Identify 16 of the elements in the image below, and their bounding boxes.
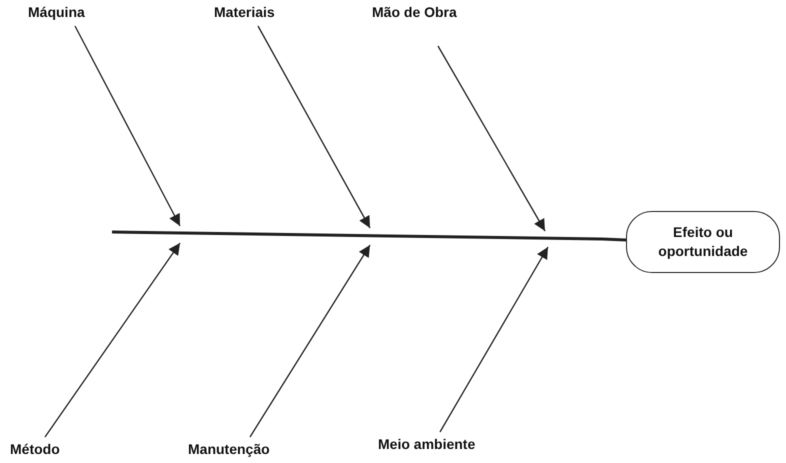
arrow bbox=[439, 246, 549, 432]
cause-label: Meio ambiente bbox=[378, 436, 498, 456]
arrow bbox=[437, 46, 546, 232]
effect-box bbox=[626, 211, 780, 273]
arrow bbox=[44, 242, 181, 438]
cause-label: Método bbox=[10, 441, 72, 461]
cause-label: Materiais bbox=[214, 4, 294, 24]
cause-label: Máquina bbox=[28, 4, 108, 24]
connector-line bbox=[602, 238, 626, 242]
arrow bbox=[257, 26, 371, 228]
spine-line bbox=[112, 229, 602, 241]
cause-label: Manutenção bbox=[188, 441, 288, 461]
effect-label: Efeito ou oportunidade bbox=[657, 223, 749, 261]
arrow bbox=[74, 26, 181, 226]
cause-label: Mão de Obra bbox=[372, 4, 477, 24]
arrow bbox=[249, 244, 371, 438]
